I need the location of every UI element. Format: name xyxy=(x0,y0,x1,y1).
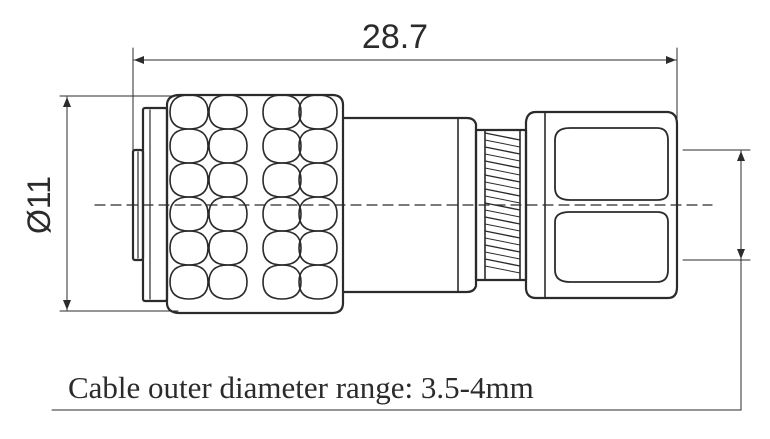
knurl-cell xyxy=(262,94,302,130)
knurl-cell xyxy=(208,128,248,164)
knurl-cell xyxy=(298,128,338,164)
connector-body xyxy=(131,93,679,315)
knurl-cell xyxy=(169,128,209,164)
knurl-cell xyxy=(262,196,302,232)
knurl-cell xyxy=(169,162,209,198)
knurl-cell xyxy=(262,230,302,266)
overall-length-label: 28.7 xyxy=(362,18,428,56)
knurl-cell xyxy=(262,128,302,164)
diameter-dimension xyxy=(59,95,179,312)
knurl-cell xyxy=(298,94,338,130)
knurl-cell xyxy=(298,162,338,198)
knurl-cell xyxy=(208,196,248,232)
knurl-cell xyxy=(169,264,209,300)
knurl-cell xyxy=(169,196,209,232)
knurl-cell xyxy=(298,196,338,232)
diameter-label: Ø11 xyxy=(21,176,57,234)
length-dimension xyxy=(132,47,678,156)
knurl-cell xyxy=(298,264,338,300)
knurl-cell xyxy=(208,94,248,130)
knurl-cell xyxy=(208,230,248,266)
knurl-cell xyxy=(208,162,248,198)
knurl-cell xyxy=(262,162,302,198)
cable-diameter-dimension xyxy=(51,149,751,411)
knurl-cell xyxy=(262,264,302,300)
knurl-cell xyxy=(298,230,338,266)
knurl-cell xyxy=(208,264,248,300)
knurl-pattern xyxy=(169,94,338,300)
cable-diameter-note: Cable outer diameter range: 3.5-4mm xyxy=(68,370,534,405)
knurl-cell xyxy=(169,94,209,130)
knurl-cell xyxy=(169,230,209,266)
